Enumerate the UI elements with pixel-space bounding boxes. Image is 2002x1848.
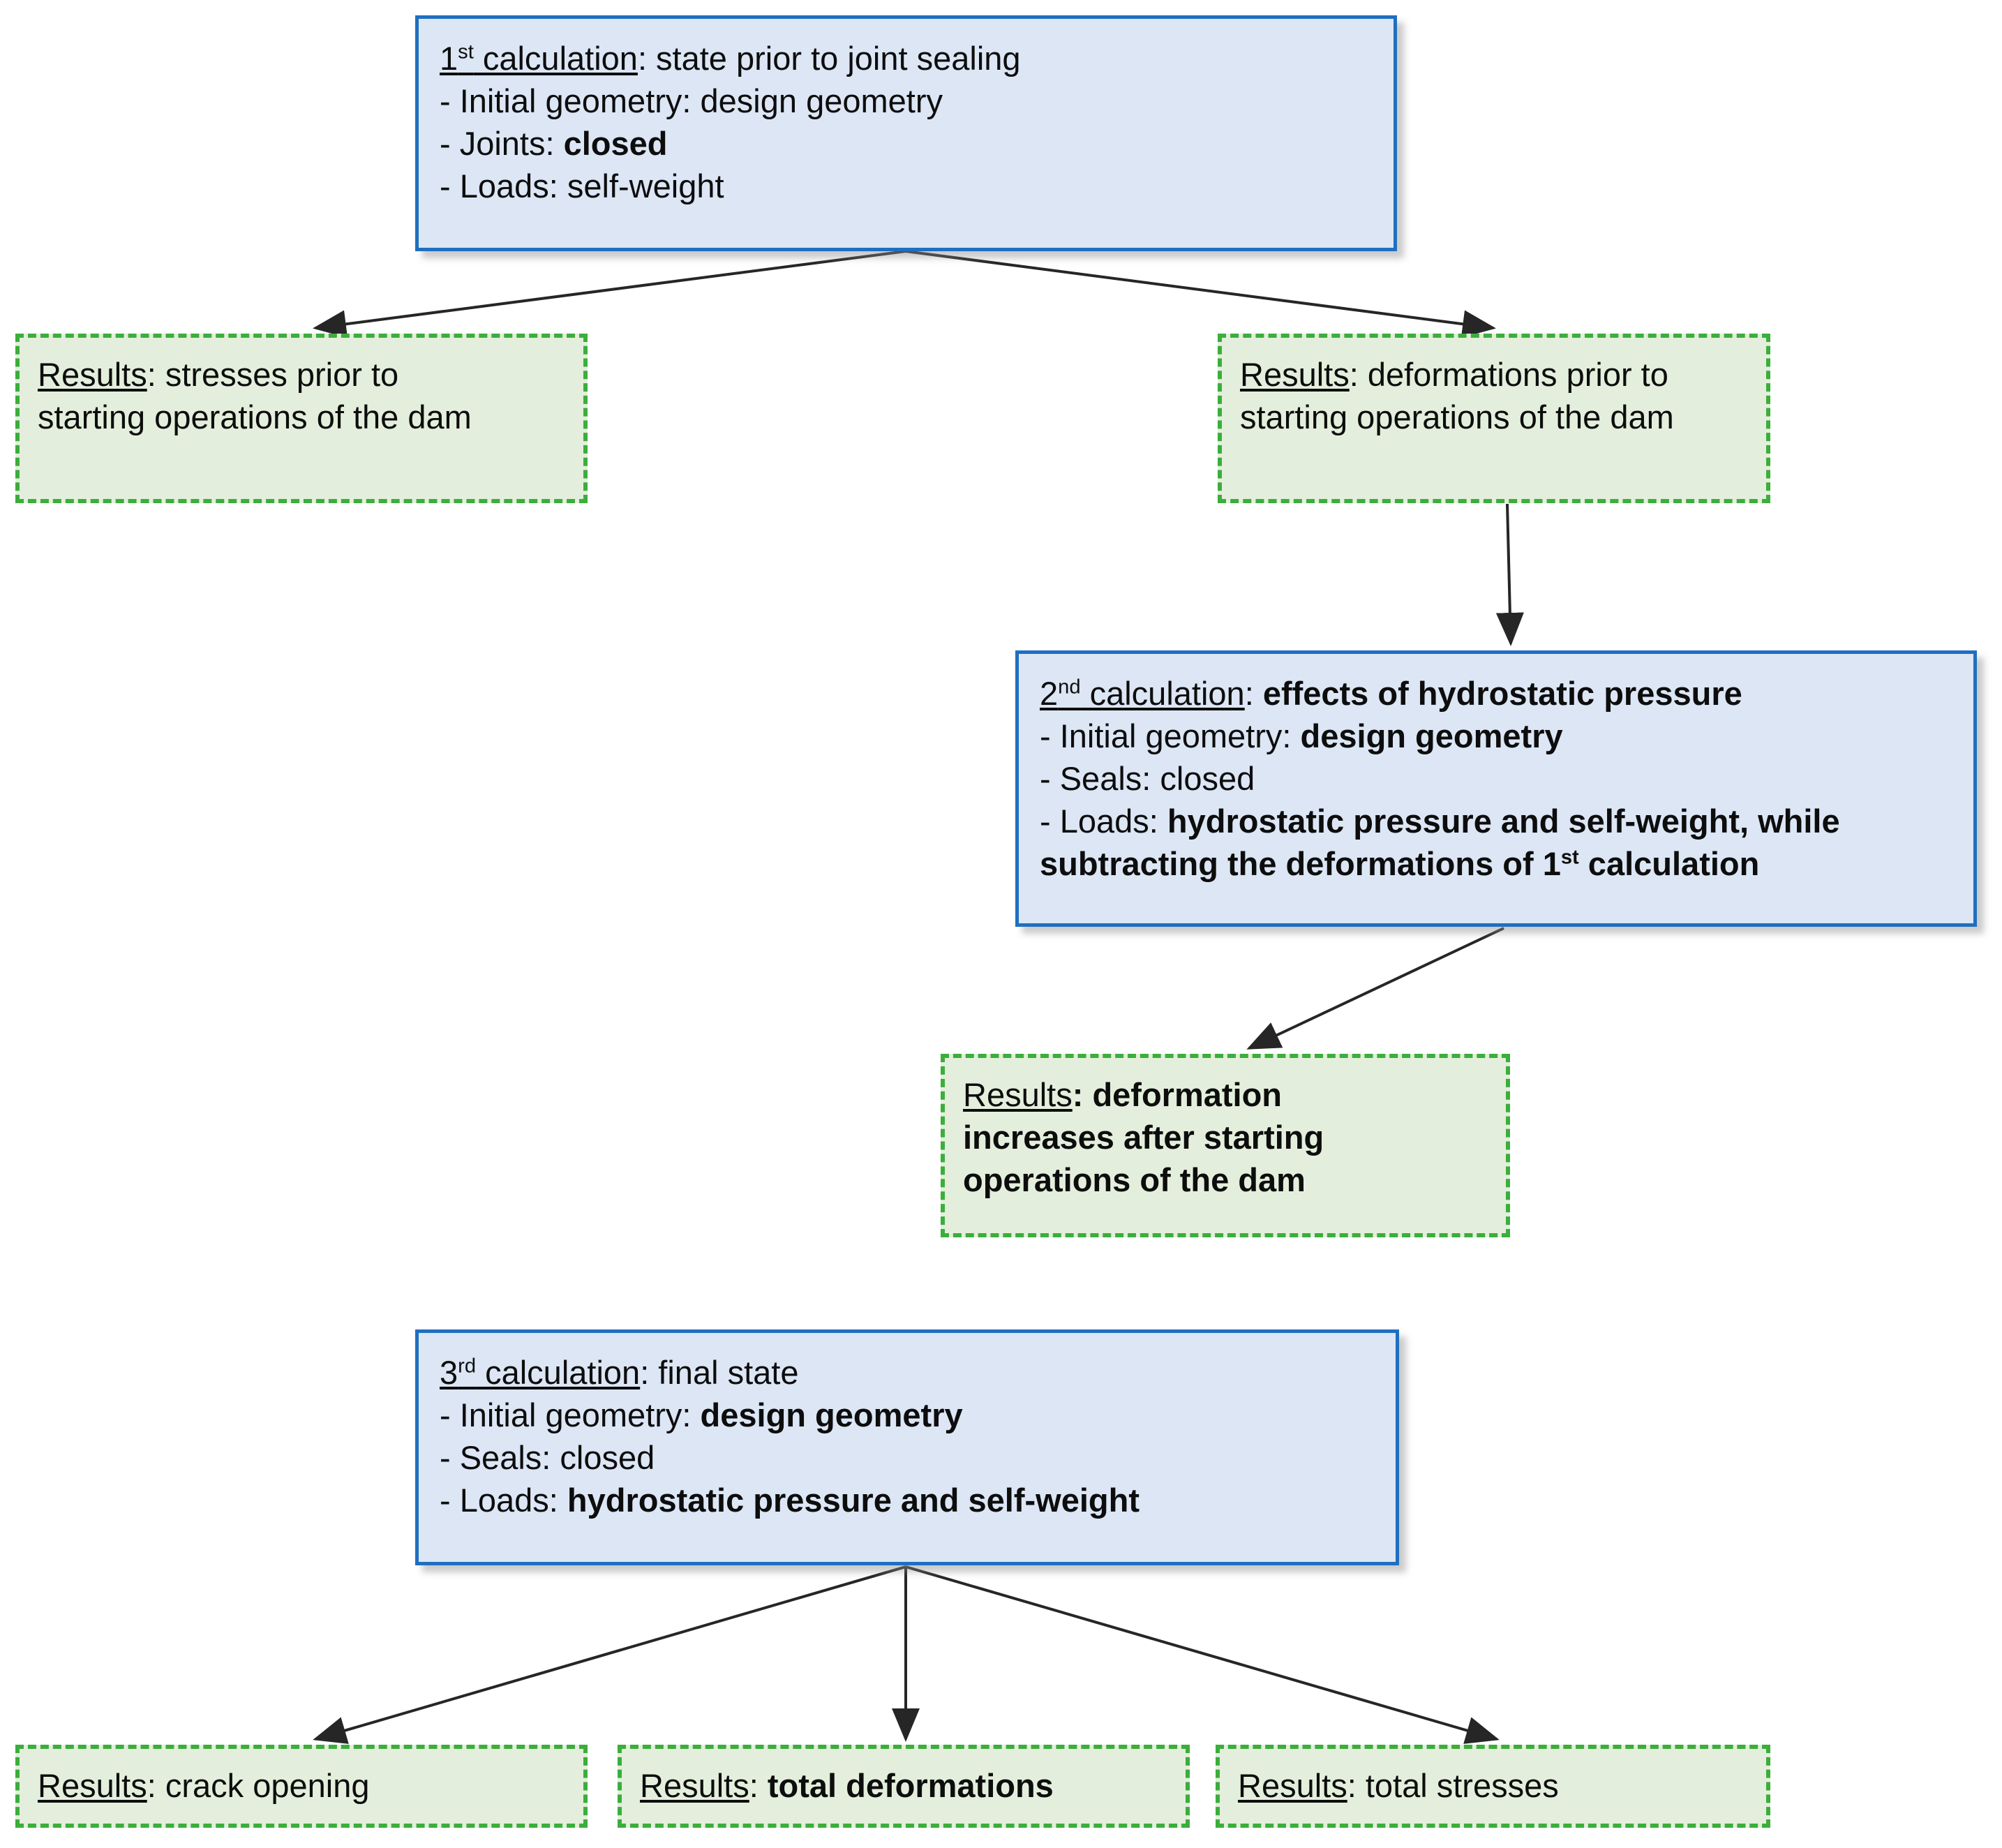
calc2-loads-value-a: hydrostatic pressure and self-weight, wh… [1040,803,1840,883]
calc3-ordinal-number: 3 [440,1354,458,1391]
res3b-text: total deformations [767,1767,1054,1804]
res1b-text1: : deformations prior to [1349,356,1668,393]
calc2-ordinal-suffix: nd [1058,676,1081,699]
calc1-ordinal-number: 1 [440,40,458,77]
arrow-calc1-to-res1b [905,250,1496,338]
calc-box-1: 1st calculation: state prior to joint se… [415,15,1397,251]
calc2-line-seals: - Seals: closed [1040,760,1255,798]
res1b-line2: starting operations of the dam [1240,398,1674,436]
res3c-line: Results: total stresses [1238,1764,1748,1807]
calc1-joints-label: - Joints: [440,125,564,163]
calc3-line-seals: - Seals: closed [440,1439,655,1477]
calc2-geometry-value: design geometry [1300,717,1563,755]
calc2-loads-value-b: calculation [1578,845,1760,883]
arrow-calc2-to-res2 [1246,927,1504,1050]
calc2-loads-ordinal-suffix: st [1560,846,1579,869]
calc2-heading: 2nd calculation: effects of hydrostatic … [1040,672,1952,715]
res3c-text: : total stresses [1347,1767,1559,1804]
calc3-line-loads: - Loads: hydrostatic pressure and self-w… [440,1479,1375,1521]
res2-line1: Results: deformation [963,1073,1488,1116]
res1a-line1: Results: stresses prior to [38,353,565,396]
calc2-loads-label: - Loads: [1040,803,1167,840]
calc2-heading-tail: effects of hydrostatic pressure [1262,675,1742,712]
calc3-loads-label: - Loads: [440,1482,567,1519]
arrow-calc3-to-res3c [905,1565,1500,1744]
res3b-colon: : [749,1767,768,1804]
res1a-label: Results [38,356,147,393]
calc3-loads-value: hydrostatic pressure and self-weight [567,1482,1140,1519]
result-box-deformation-increases: Results: deformation increases after sta… [941,1054,1510,1237]
res3a-label: Results [38,1767,147,1804]
calc1-line-loads: - Loads: self-weight [440,167,724,205]
calc3-heading-tail: : final state [640,1354,799,1391]
calc1-heading-word: calculation [473,40,638,77]
res3b-label: Results [640,1767,749,1804]
calc2-geometry-label: - Initial geometry: [1040,717,1301,755]
res3a-line: Results: crack opening [38,1764,565,1807]
result-box-total-stresses: Results: total stresses [1216,1745,1770,1828]
calc3-geometry-label: - Initial geometry: [440,1396,701,1434]
result-box-total-deformations: Results: total deformations [618,1745,1190,1828]
calc1-joints-value: closed [563,125,668,163]
res1a-text1: : stresses prior to [147,356,399,393]
res2-line2: increases after starting [963,1119,1324,1156]
calc2-line-loads: - Loads: hydrostatic pressure and self-w… [1040,800,1952,885]
calc1-heading-tail: : state prior to joint sealing [637,40,1021,77]
res1b-label: Results [1240,356,1350,393]
res3c-label: Results [1238,1767,1347,1804]
calc1-ordinal-suffix: st [458,40,474,64]
res2-line3: operations of the dam [963,1161,1306,1199]
calc2-heading-underlined: 2nd calculation [1040,675,1245,712]
calc-box-3: 3rd calculation: final state - Initial g… [415,1329,1399,1565]
calc1-line-geometry: - Initial geometry: design geometry [440,82,943,120]
calc3-line-geometry: - Initial geometry: design geometry [440,1394,1375,1436]
calc1-heading-underlined: 1st calculation [440,40,638,77]
result-box-stresses-prior: Results: stresses prior to starting oper… [15,334,588,503]
calc2-ordinal-number: 2 [1040,675,1059,712]
arrow-calc3-to-res3a [313,1565,906,1744]
calc1-heading: 1st calculation: state prior to joint se… [440,37,1373,80]
arrow-calc1-to-res1a [313,250,906,338]
arrow-res1b-to-calc2 [1495,503,1524,646]
result-box-crack-opening: Results: crack opening [15,1745,588,1828]
res3a-text: : crack opening [147,1767,370,1804]
calc2-heading-word: calculation [1080,675,1245,712]
calc3-heading-underlined: 3rd calculation [440,1354,640,1391]
calc3-ordinal-suffix: rd [458,1355,477,1378]
res2-text1: : deformation [1072,1076,1283,1113]
calc3-heading: 3rd calculation: final state [440,1351,1375,1394]
res1a-line2: starting operations of the dam [38,398,472,436]
calc1-line-joints: - Joints: closed [440,122,1373,165]
res1b-line1: Results: deformations prior to [1240,353,1748,396]
result-box-deformations-prior: Results: deformations prior to starting … [1218,334,1770,503]
calc-box-2: 2nd calculation: effects of hydrostatic … [1015,650,1977,927]
calc2-line-geometry: - Initial geometry: design geometry [1040,715,1952,757]
calc3-heading-word: calculation [476,1354,641,1391]
calc2-heading-colon: : [1244,675,1263,712]
calc3-geometry-value: design geometry [700,1396,963,1434]
res2-label: Results [963,1076,1073,1113]
res3b-line: Results: total deformations [640,1764,1167,1807]
